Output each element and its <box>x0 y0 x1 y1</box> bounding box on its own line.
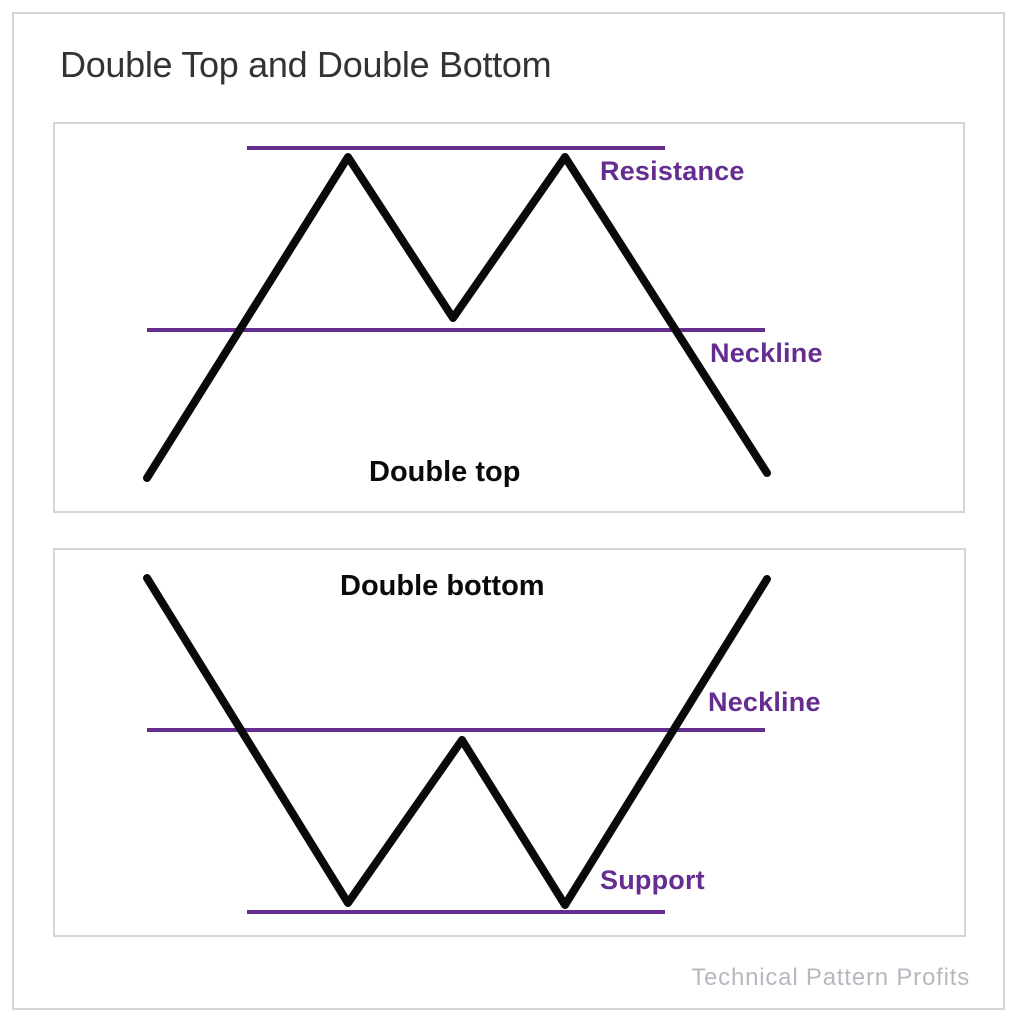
double-top-price-line <box>143 153 771 482</box>
neckline-label: Neckline <box>708 687 821 717</box>
panel-double-bottom: Neckline Support Double bottom <box>53 548 966 937</box>
double-top-caption: Double top <box>369 456 521 488</box>
double-top-diagram <box>143 146 771 482</box>
panel-double-top: Resistance Neckline Double top <box>53 122 965 513</box>
double-bottom-caption: Double bottom <box>340 570 545 602</box>
double-bottom-price-line <box>143 574 771 909</box>
double-bottom-diagram <box>143 574 771 914</box>
support-label: Support <box>600 865 705 895</box>
watermark: Technical Pattern Profits <box>691 964 970 991</box>
neckline-label: Neckline <box>710 338 823 368</box>
resistance-label: Resistance <box>600 156 745 186</box>
outer-frame: Double Top and Double Bottom Resistance … <box>12 12 1005 1010</box>
page-title: Double Top and Double Bottom <box>60 44 552 85</box>
